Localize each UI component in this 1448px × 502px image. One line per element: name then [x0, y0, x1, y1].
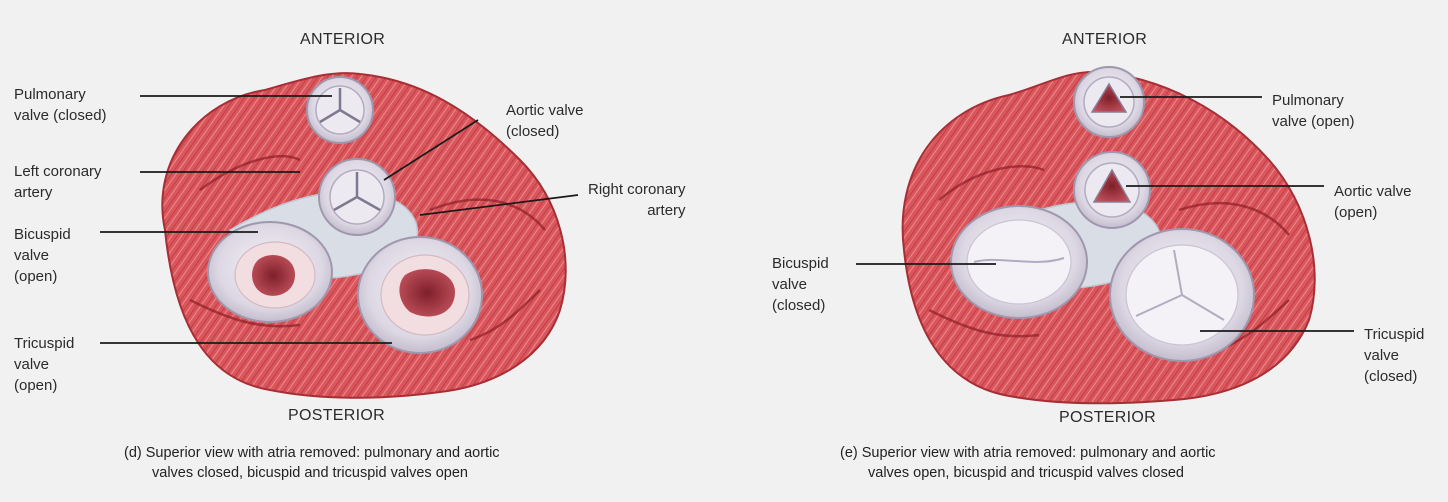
anterior-label: ANTERIOR: [300, 29, 385, 50]
bicuspid-valve-label: Bicuspid valve (closed): [772, 253, 829, 316]
caption-d-line1: (d) Superior view with atria removed: pu…: [124, 443, 500, 463]
posterior-label: POSTERIOR: [1059, 407, 1156, 428]
caption-e-line1: (e) Superior view with atria removed: pu…: [840, 443, 1216, 463]
pulmonary-valve-open: [1074, 67, 1144, 137]
posterior-label: POSTERIOR: [288, 405, 385, 426]
left-coronary-label: Left coronary artery: [14, 161, 102, 203]
bicuspid-valve-closed: [951, 206, 1087, 318]
bicuspid-valve-label: Bicuspid valve (open): [14, 224, 71, 287]
aortic-valve-open: [1074, 152, 1150, 228]
anterior-label: ANTERIOR: [1062, 29, 1147, 50]
aortic-valve-closed: [319, 159, 395, 235]
panel-d: ANTERIOR Pulmonary valve (closed) Left c…: [0, 0, 724, 502]
caption-e-line2: valves open, bicuspid and tricuspid valv…: [868, 463, 1184, 483]
panel-e: ANTERIOR Pulmonary valve (open) Aortic v…: [724, 0, 1448, 502]
right-coronary-label: Right coronary artery: [588, 179, 686, 221]
aortic-valve-label: Aortic valve (closed): [506, 100, 584, 142]
tricuspid-valve-label: Tricuspid valve (closed): [1364, 324, 1424, 387]
tricuspid-valve-open: [358, 237, 482, 353]
aortic-valve-label: Aortic valve (open): [1334, 181, 1412, 223]
pulmonary-valve-closed: [307, 77, 373, 143]
tricuspid-valve-closed: [1110, 229, 1254, 361]
tricuspid-valve-label: Tricuspid valve (open): [14, 333, 74, 396]
bicuspid-valve-open: [208, 222, 332, 322]
heart-illustration-d: [0, 0, 724, 502]
pulmonary-valve-label: Pulmonary valve (open): [1272, 90, 1355, 132]
pulmonary-valve-label: Pulmonary valve (closed): [14, 84, 107, 126]
caption-d-line2: valves closed, bicuspid and tricuspid va…: [152, 463, 468, 483]
